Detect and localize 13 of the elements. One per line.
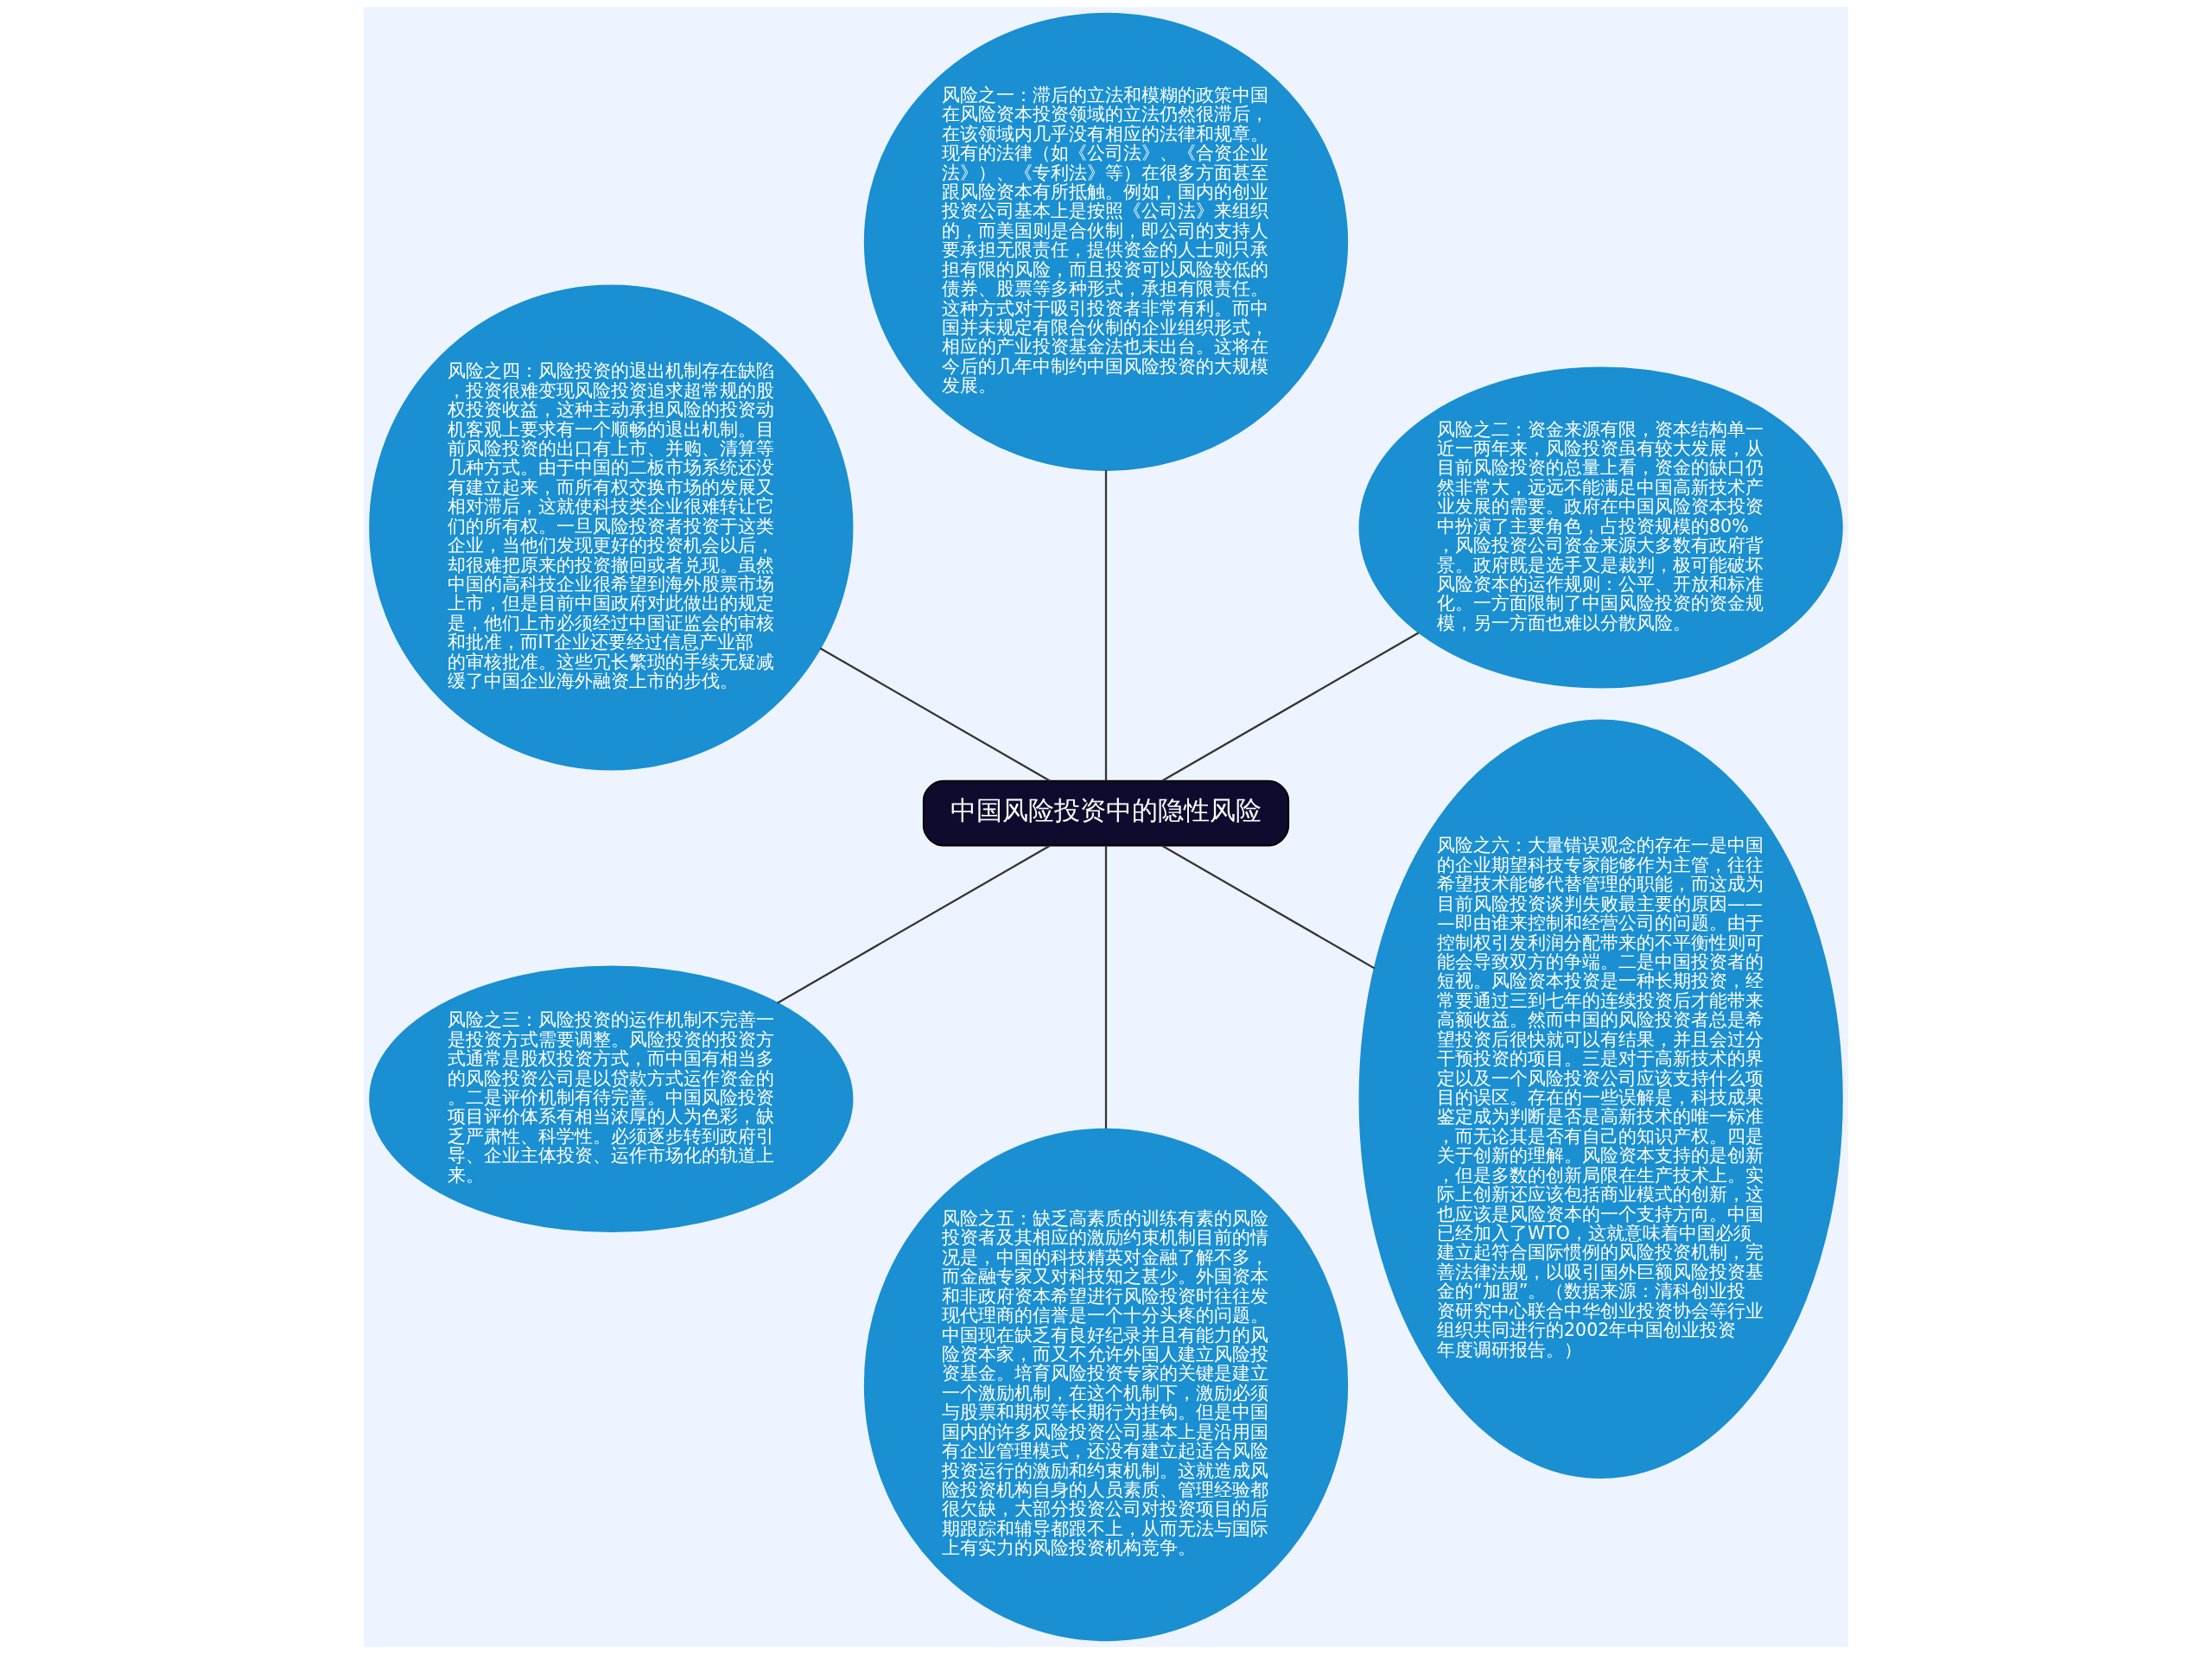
connector xyxy=(1104,845,1108,1129)
node-ellipse: 风险之二：资金来源有限，资本结构单一近一两年来，风险投资虽有较大发展，从目前风险投资的总量上看，资金的缺口仍然非常大，远远不能满足中国高新技术产业发展的需要。政府在中国风险资本投资中扮演了主要角色，占投资规模的80%，风险投资公司资金来源大多数有政府背景。政府既是选手又是裁判，极可能破坏风险资本的运作规则：公平、开放和标准化。一方面限制了中国风险投资的资金规模，另一方面也难以分散风险。 xyxy=(1358,366,1843,689)
node-box: 中国风险投资中的隐性风险 xyxy=(922,779,1290,847)
node-circle: 风险之四：风险投资的退出机制存在缺陷，投资很难变现风险投资追求超常规的股权投资收益，这种主动承担风险的投资动机客观上要求有一个顺畅的退出机制。目前风险投资的出口有上市、并购、清算等几种方式。由于中国的二板市场系统还没有建立起来，而所有权交换市场的发展又相对滞后，这就使科技类企业很难转让它们的所有权。一旦风险投资者投资于这类企业，当他们发现更好的投资机会以后，却很难把原来的投资撤回或者兑现。虽然中国的高科技企业很希望到海外股票市场上市，但是目前中国政府对此做出的规定是，他们上市必须经过中国证监会的审核和批准，而IT企业还要经过信息产业部的审核批准。这些冗长繁琐的手续无疑减缓了中国企业海外融资上市的步伐。 xyxy=(369,284,854,771)
connector xyxy=(1161,844,1376,970)
connector xyxy=(1161,632,1420,782)
node-ellipse: 风险之六：大量错误观念的存在一是中国的企业期望科技专家能够作为主管，往往希望技术能够代替管理的职能，而这成为目前风险投资谈判失败最主要的原因———即由谁来控制和经营公司的问题。由于控制权引发利润分配带来的不平衡性则可能会导致双方的争端。二是中国投资者的短视。风险资本投资是一种长期投资，经常要通过三到七年的连续投资后才能带来高额收益。然而中国的风险投资者总是希望投资后很快就可以有结果，并且会过分干预投资的项目。三是对于高新技术的界定以及一个风险投资公司应该支持什么项目的误区。存在的一些误解是，科技成果鉴定成为判断是否是高新技术的唯一标准，而无论其是否有自己的知识产权。四是关于创新的理解。风险资本支持的是创新，但是多数的创新局限在生产技术上。实际上创新还应该包括商业模式的创新，这也应该是风险资本的一个支持方向。中国已经加入了WTO，这就意味着中国必须建立起符合国际惯例的风险投资机制，完善法律法规，以吸引国外巨额风险投资基金的“加盟”。（数据来源：清科创业投资研究中心联合中华创业投资协会等行业组织共同进行的2002年中国创业投资年度调研报告。） xyxy=(1358,719,1843,1479)
connector xyxy=(1104,470,1108,781)
node-circle: 风险之五：缺乏高素质的训练有素的风险投资者及其相应的激励约束机制目前的情况是，中国的科技精英对金融了解不多，而金融专家又对科技知之甚少。外国资本和非政府资本希望进行风险投资时往往发现代理商的信誉是一个十分头疼的问题。中国现在缺乏有良好纪录并且有能力的风险资本家，而又不允许外国人建立风险投资基金。培育风险投资专家的关键是建立一个激励机制，在这个机制下，激励必须与股票和期权等长期行为挂钩。但是中国国内的许多风险投资公司基本上是沿用国有企业管理模式，还没有建立起适合风险投资运行的激励和约束机制。这就造成风险投资机构自身的人员素质、管理经验都很欠缺，大部分投资公司对投资项目的后期跟踪和辅导都跟不上，从而无法与国际上有实力的风险投资机构竞争。 xyxy=(863,1128,1349,1642)
node-ellipse: 风险之三：风险投资的运作机制不完善一是投资方式需要调整。风险投资的投资方式通常是股权投资方式，而中国有相当多的风险投资公司是以贷款方式运作资金的。二是评价机制有待完善。中国风险投资项目评价体系有相当浓厚的人为色彩，缺乏严肃性、科学性。必须逐步转到政府引导、企业主体投资、运作市场化的轨道上来。 xyxy=(369,965,854,1233)
connector xyxy=(819,647,1051,782)
connector xyxy=(777,844,1051,1004)
node-circle: 风险之一：滞后的立法和模糊的政策中国在风险资本投资领域的立法仍然很滞后，在该领域内几乎没有相应的法律和规章。现有的法律（如《公司法》、《合资企业法》）、《专利法》等）在很多方面甚至跟风险资本有所抵触。例如，国内的创业投资公司基本上是按照《公司法》来组织的，而美国则是合伙制，即公司的支持人要承担无限责任，提供资金的人士则只承担有限的风险，而且投资可以风险较低的债券、股票等多种形式，承担有限责任。这种方式对于吸引投资者非常有利。而中国并未规定有限合伙制的企业组织形式，相应的产业投资基金法也未出台。这将在今后的几年中制约中国风险投资的大规模发展。 xyxy=(863,12,1349,471)
